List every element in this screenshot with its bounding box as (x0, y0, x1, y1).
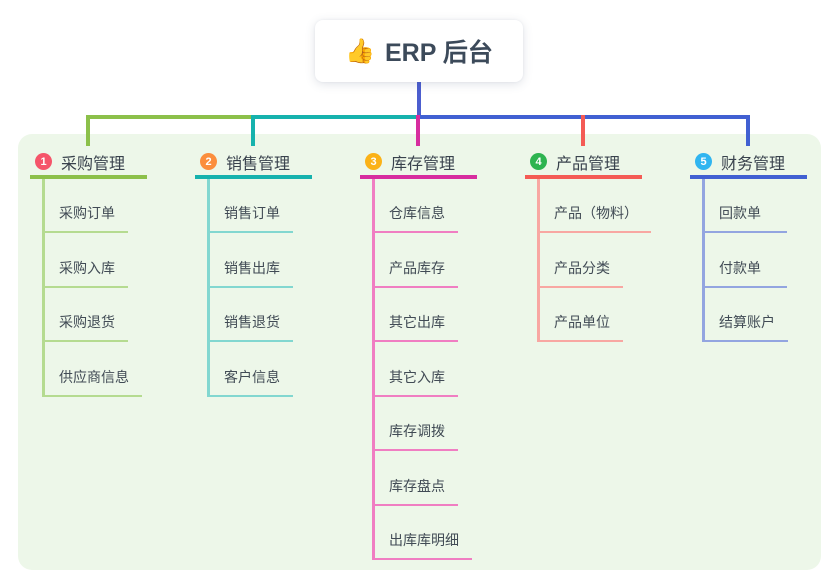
branch-children: 产品（物料） 产品分类产品单位 (525, 178, 705, 342)
branch-underline (525, 175, 642, 179)
child-node[interactable]: 产品库存 (372, 258, 458, 288)
child-node[interactable]: 库存盘点 (372, 476, 458, 506)
child-node[interactable]: 其它入库 (372, 367, 458, 397)
child-node[interactable]: 客户信息 (207, 367, 293, 397)
branch-badge-sales: 2 (200, 153, 217, 170)
child-row: 回款单 (690, 179, 839, 233)
branches-panel (18, 134, 821, 570)
branch-badge-inventory: 3 (365, 153, 382, 170)
branch-badge-finance: 5 (695, 153, 712, 170)
root-stem-line (417, 82, 421, 119)
child-row: 结算账户 (690, 288, 839, 342)
branch-title-label: 库存管理 (391, 155, 456, 173)
children-vline (372, 178, 375, 560)
child-node[interactable]: 回款单 (702, 203, 787, 233)
child-row: 采购订单 (30, 179, 210, 233)
branch-children: 销售订单销售出库销售退货客户信息 (195, 178, 375, 397)
child-row: 供应商信息 (30, 342, 210, 397)
branch-underline (690, 175, 807, 179)
child-node[interactable]: 库存调拨 (372, 421, 458, 451)
branch-underline (30, 175, 147, 179)
child-row: 采购入库 (30, 233, 210, 288)
child-row: 其它入库 (360, 342, 540, 397)
child-row: 销售订单 (195, 179, 375, 233)
children-vline (702, 178, 705, 342)
child-node[interactable]: 供应商信息 (42, 367, 142, 397)
root-node-label: ERP 后台 (384, 39, 493, 67)
branch-underline (195, 175, 312, 179)
child-node[interactable]: 结算账户 (702, 312, 788, 342)
branch-drop-line-finance (746, 115, 750, 146)
child-node[interactable]: 销售退货 (207, 312, 293, 342)
child-node[interactable]: 付款单 (702, 258, 787, 288)
child-node[interactable]: 产品分类 (537, 258, 623, 288)
child-node[interactable]: 仓库信息 (372, 203, 458, 233)
branch-underline (360, 175, 477, 179)
child-row: 产品单位 (525, 288, 705, 342)
child-node[interactable]: 采购退货 (42, 312, 128, 342)
thumbs-up-icon: 👍 (345, 37, 375, 65)
child-row: 库存调拨 (360, 397, 540, 451)
child-node[interactable]: 产品（物料） (537, 203, 651, 233)
branch-title-label: 采购管理 (61, 155, 126, 173)
child-row: 仓库信息 (360, 179, 540, 233)
branch-badge-purchase: 1 (35, 153, 52, 170)
child-node[interactable]: 出库库明细 (372, 530, 472, 560)
branch-purchase: 1 采购管理采购订单采购入库采购退货供应商信息 (30, 150, 210, 397)
branch-title-finance[interactable]: 5 财务管理 (690, 150, 839, 173)
child-node[interactable]: 其它出库 (372, 312, 458, 342)
branch-title-label: 财务管理 (721, 155, 786, 173)
branch-children: 采购订单采购入库采购退货供应商信息 (30, 178, 210, 397)
child-node[interactable]: 销售出库 (207, 258, 293, 288)
child-row: 其它出库 (360, 288, 540, 342)
branch-drop-line-product (581, 115, 585, 146)
branch-title-purchase[interactable]: 1 采购管理 (30, 150, 210, 173)
branch-drop-line-inventory (416, 115, 420, 146)
child-row: 产品库存 (360, 233, 540, 288)
branch-children: 仓库信息产品库存其它出库其它入库库存调拨库存盘点出库库明细 (360, 178, 540, 560)
branch-drop-line-purchase (86, 115, 90, 146)
branch-title-product[interactable]: 4 产品管理 (525, 150, 705, 173)
children-vline (537, 178, 540, 342)
child-row: 客户信息 (195, 342, 375, 397)
trunk-segment-purchase (88, 115, 253, 119)
branch-title-inventory[interactable]: 3 库存管理 (360, 150, 540, 173)
child-node[interactable]: 采购入库 (42, 258, 128, 288)
child-row: 销售出库 (195, 233, 375, 288)
child-node[interactable]: 销售订单 (207, 203, 293, 233)
child-row: 销售退货 (195, 288, 375, 342)
children-vline (207, 178, 210, 397)
branch-finance: 5 财务管理回款单付款单结算账户 (690, 150, 839, 342)
child-node[interactable]: 产品单位 (537, 312, 623, 342)
child-row: 库存盘点 (360, 451, 540, 506)
child-row: 付款单 (690, 233, 839, 288)
child-row: 产品分类 (525, 233, 705, 288)
branch-title-sales[interactable]: 2 销售管理 (195, 150, 375, 173)
branch-children: 回款单付款单结算账户 (690, 178, 839, 342)
child-node[interactable]: 采购订单 (42, 203, 128, 233)
branch-sales: 2 销售管理销售订单销售出库销售退货客户信息 (195, 150, 375, 397)
child-row: 采购退货 (30, 288, 210, 342)
children-vline (42, 178, 45, 397)
branch-title-label: 产品管理 (556, 155, 621, 173)
root-node[interactable]: 👍 ERP 后台 (315, 20, 523, 82)
branch-badge-product: 4 (530, 153, 547, 170)
child-row: 出库库明细 (360, 506, 540, 560)
branch-product: 4 产品管理产品（物料） 产品分类产品单位 (525, 150, 705, 342)
branch-drop-line-sales (251, 115, 255, 146)
branch-inventory: 3 库存管理仓库信息产品库存其它出库其它入库库存调拨库存盘点出库库明细 (360, 150, 540, 560)
branch-title-label: 销售管理 (226, 155, 291, 173)
trunk-segment-sales (253, 115, 419, 119)
child-row: 产品（物料） (525, 179, 705, 233)
